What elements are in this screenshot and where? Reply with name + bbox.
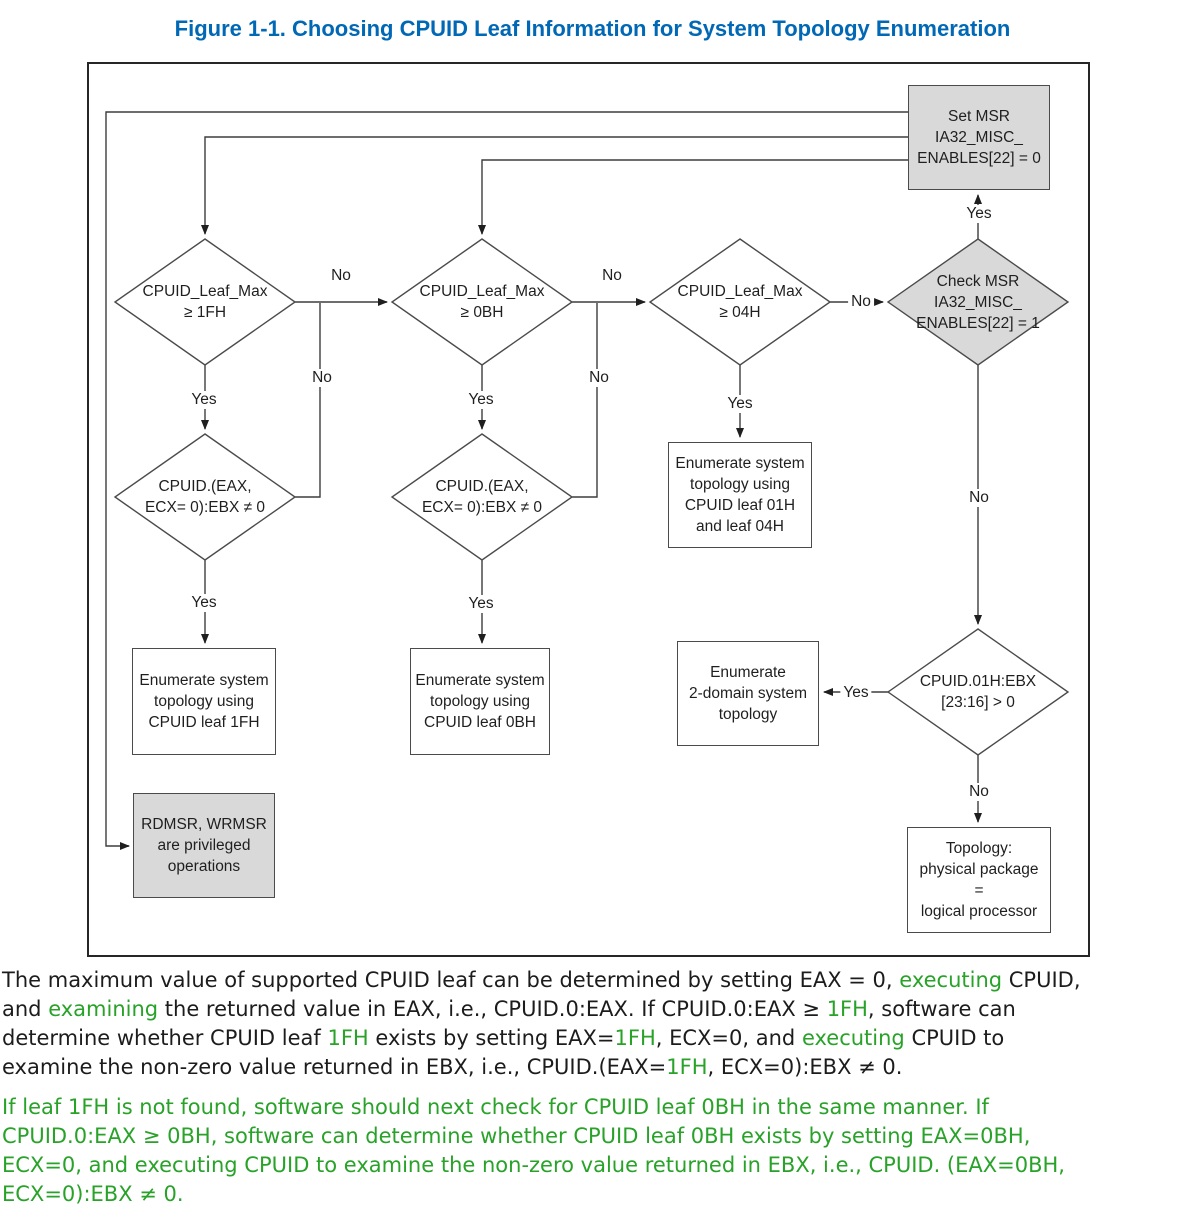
label-yes-ebx-1fh: Yes <box>188 594 220 612</box>
node-leaf-max-04h: CPUID_Leaf_Max ≥ 04H <box>677 283 803 321</box>
label-no-checkmsr: No <box>966 489 992 507</box>
text-run-green: 1FH <box>666 1055 708 1079</box>
label-yes-ebx-0bh: Yes <box>465 595 497 613</box>
paragraph-2-line-2: CPUID.0:EAX ≥ 0BH, software can determin… <box>2 1122 1183 1151</box>
text-run: and <box>2 997 49 1021</box>
text-run: determine whether CPUID leaf <box>2 1026 328 1050</box>
diamond-cpuid-01h-ebx-shape <box>886 628 1070 756</box>
diamond-leaf-max-04h-shape <box>648 238 832 366</box>
diamond-ebx-check-1fh-shape <box>113 433 297 561</box>
connector-ebx1fh-no-join <box>295 303 321 498</box>
connector-setmsr-to-leafmax0bh <box>478 159 908 235</box>
node-topology-equal: Topology: physical package = logical pro… <box>907 827 1051 933</box>
label-yes-0bh: Yes <box>465 391 497 409</box>
diamond-leaf-max-1fh-shape <box>113 238 297 366</box>
paragraph-1-line-1: The maximum value of supported CPUID lea… <box>2 966 1183 995</box>
node-ebx-check-1fh: CPUID.(EAX, ECX= 0):EBX ≠ 0 <box>144 478 266 516</box>
caption-text: The maximum value of supported CPUID lea… <box>2 966 1183 1209</box>
connector-ebx0bh-no-join <box>572 303 598 498</box>
text-run: , software can <box>867 997 1016 1021</box>
label-yes-1fh: Yes <box>188 391 220 409</box>
diamond-ebx-check-0bh-shape <box>390 433 574 561</box>
label-no-01hebx: No <box>966 783 992 801</box>
paragraph-2-line-3: ECX=0, and executing CPUID to examine th… <box>2 1151 1183 1180</box>
paragraph-1-line-3: determine whether CPUID leaf 1FH exists … <box>2 1024 1183 1053</box>
text-run-green: executing <box>801 1026 905 1050</box>
label-no-1fh: No <box>328 267 354 285</box>
text-run-green: ECX=0, and executing CPUID to examine th… <box>2 1153 1065 1177</box>
paragraph-2-line-1: If leaf 1FH is not found, software shoul… <box>2 1093 1183 1122</box>
text-run-green: If leaf 1FH is not found, software shoul… <box>2 1095 989 1119</box>
text-run: exists by setting EAX= <box>368 1026 615 1050</box>
node-cpuid-01h-ebx: CPUID.01H:EBX [23:16] > 0 <box>919 673 1037 711</box>
text-run: The maximum value of supported CPUID lea… <box>2 968 900 992</box>
text-run: , ECX=0):EBX ≠ 0. <box>707 1055 903 1079</box>
figure-border <box>87 62 1090 957</box>
text-run: the returned value in EAX, i.e., CPUID.0… <box>158 997 827 1021</box>
label-yes-01hebx: Yes <box>840 684 872 702</box>
text-run-green: examining <box>48 997 159 1021</box>
node-enum-2domain: Enumerate 2-domain system topology <box>677 641 819 746</box>
node-ebx-check-0bh: CPUID.(EAX, ECX= 0):EBX ≠ 0 <box>421 478 543 516</box>
diamond-check-msr-shape <box>886 238 1070 366</box>
node-enum-leaf-0bh: Enumerate system topology using CPUID le… <box>410 648 550 755</box>
node-check-msr: Check MSR IA32_MISC_ ENABLES[22] = 1 <box>916 272 1040 332</box>
text-run-green: 1FH <box>614 1026 656 1050</box>
text-run-green: CPUID.0:EAX ≥ 0BH, software can determin… <box>2 1124 1031 1148</box>
paragraph-2: If leaf 1FH is not found, software shoul… <box>2 1093 1183 1209</box>
node-enum-leaf-1fh: Enumerate system topology using CPUID le… <box>132 648 276 755</box>
paragraph-1-line-2: and examining the returned value in EAX,… <box>2 995 1183 1024</box>
node-enum-leaf-01-04: Enumerate system topology using CPUID le… <box>668 442 812 548</box>
text-run-green: executing <box>899 968 1003 992</box>
diamond-leaf-max-0bh-shape <box>390 238 574 366</box>
text-run: CPUID to <box>904 1026 1005 1050</box>
paragraph-2-line-4: ECX=0):EBX ≠ 0. <box>2 1180 1183 1209</box>
paragraph-1-line-4: examine the non-zero value returned in E… <box>2 1053 1183 1082</box>
label-no-ebx-0bh: No <box>586 369 612 387</box>
node-set-msr: Set MSR IA32_MISC_ ENABLES[22] = 0 <box>908 85 1050 190</box>
text-run-green: ECX=0):EBX ≠ 0. <box>2 1182 184 1206</box>
node-leaf-max-1fh: CPUID_Leaf_Max ≥ 1FH <box>142 283 268 321</box>
label-yes-04h: Yes <box>724 395 756 413</box>
text-run-green: 1FH <box>826 997 868 1021</box>
figure-title: Figure 1-1. Choosing CPUID Leaf Informat… <box>174 16 1011 41</box>
label-no-ebx-1fh: No <box>309 369 335 387</box>
paragraph-1: The maximum value of supported CPUID lea… <box>2 966 1183 1082</box>
node-leaf-max-0bh: CPUID_Leaf_Max ≥ 0BH <box>419 283 545 321</box>
label-yes-checkmsr: Yes <box>963 205 995 223</box>
text-run: CPUID, <box>1002 968 1081 992</box>
text-run: examine the non-zero value returned in E… <box>2 1055 667 1079</box>
node-rdmsr-note: RDMSR, WRMSR are privileged operations <box>133 793 275 898</box>
connector-setmsr-to-rdmsr <box>105 111 908 850</box>
text-run: , ECX=0, and <box>655 1026 802 1050</box>
connector-setmsr-to-leafmax1fh <box>201 136 908 235</box>
label-no-04h: No <box>848 293 874 311</box>
text-run-green: 1FH <box>327 1026 369 1050</box>
label-no-0bh: No <box>599 267 625 285</box>
